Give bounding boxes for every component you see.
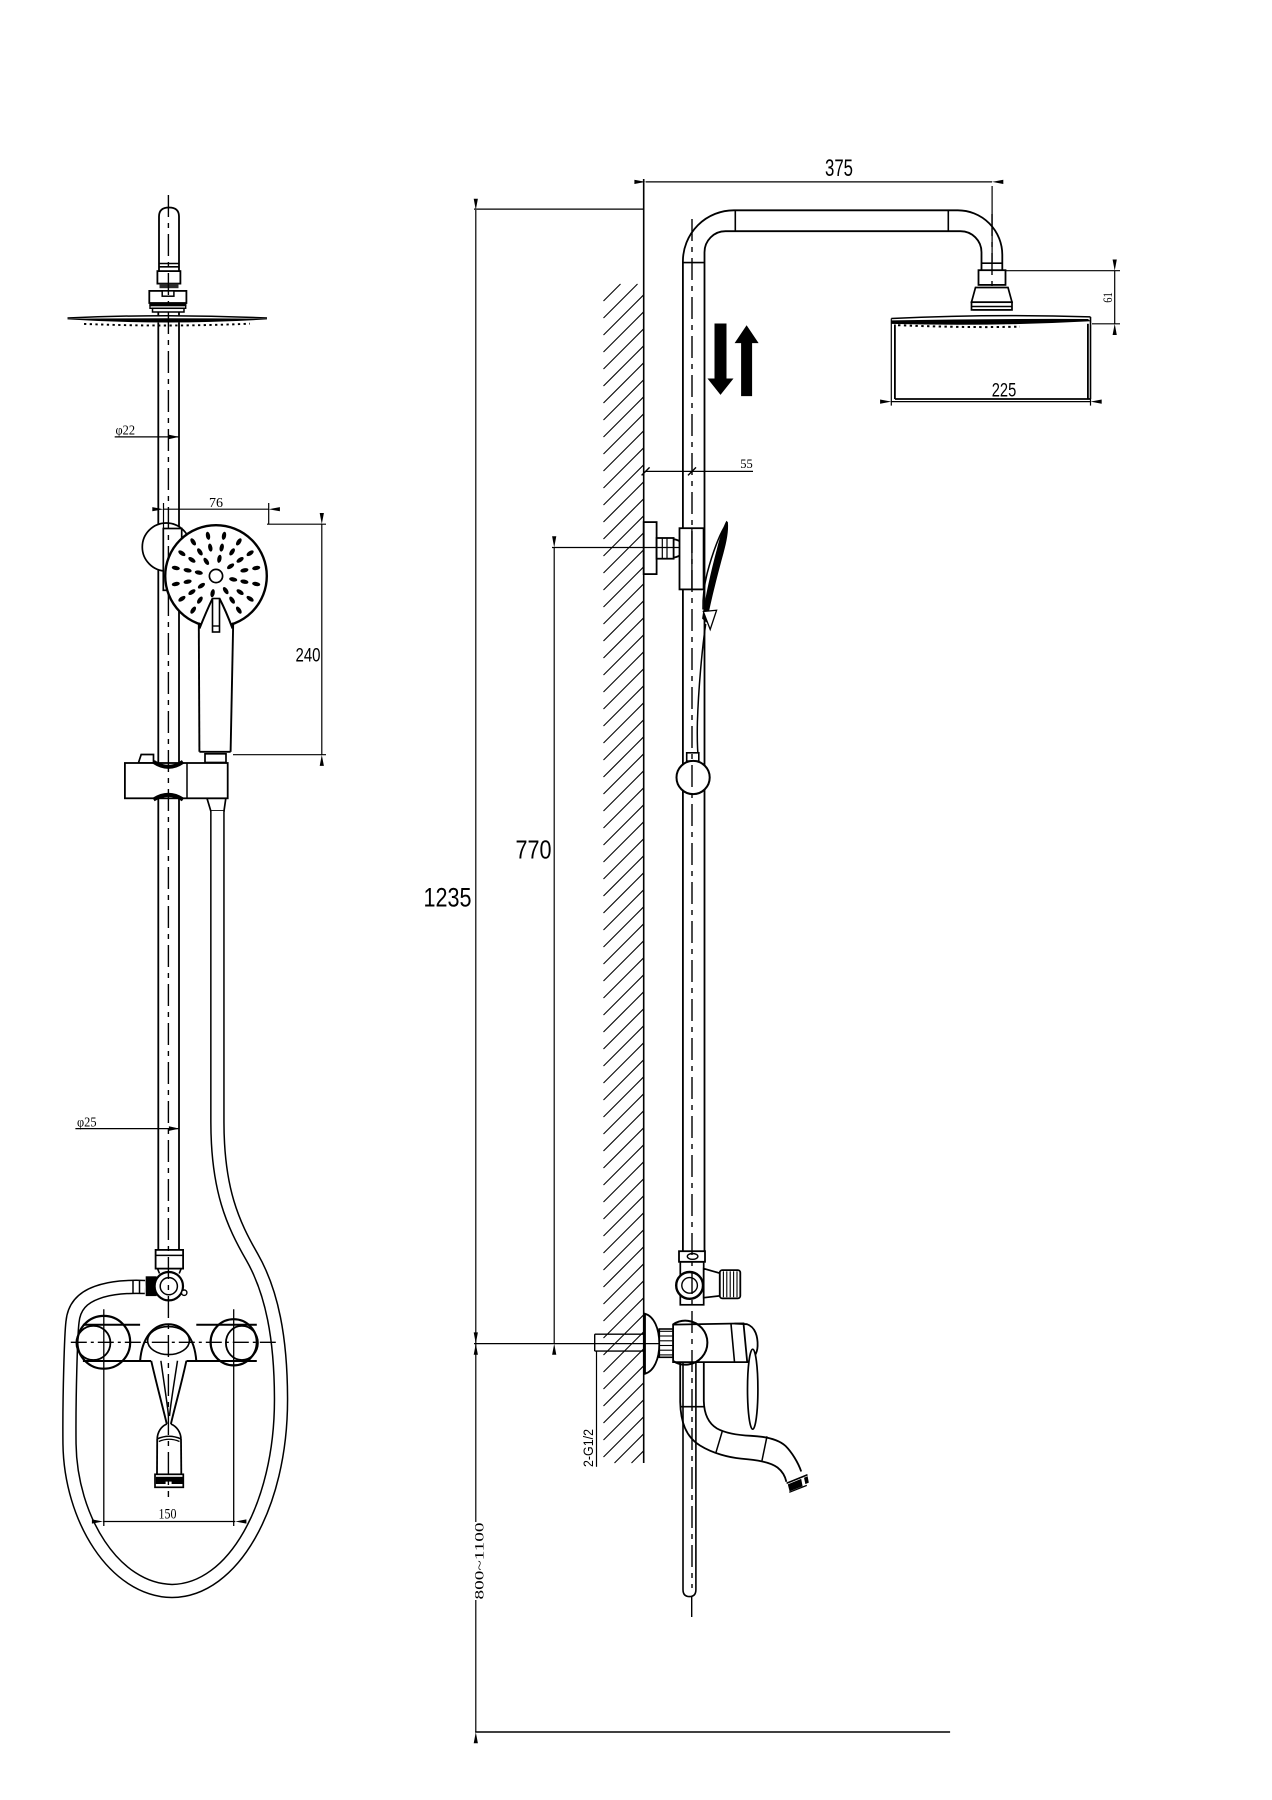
svg-text:800~1100: 800~1100 (472, 1523, 487, 1600)
svg-text:55: 55 (740, 456, 753, 471)
svg-text:150: 150 (159, 1507, 177, 1523)
svg-text:375: 375 (825, 155, 853, 182)
svg-text:2-G1/2: 2-G1/2 (581, 1429, 596, 1467)
svg-text:φ25: φ25 (77, 1115, 97, 1130)
svg-text:770: 770 (516, 837, 552, 865)
svg-text:225: 225 (992, 381, 1017, 402)
svg-text:240: 240 (296, 646, 321, 667)
svg-text:76: 76 (209, 496, 223, 511)
svg-text:61: 61 (1101, 292, 1115, 303)
svg-text:φ22: φ22 (116, 423, 136, 438)
svg-text:1235: 1235 (424, 883, 472, 913)
